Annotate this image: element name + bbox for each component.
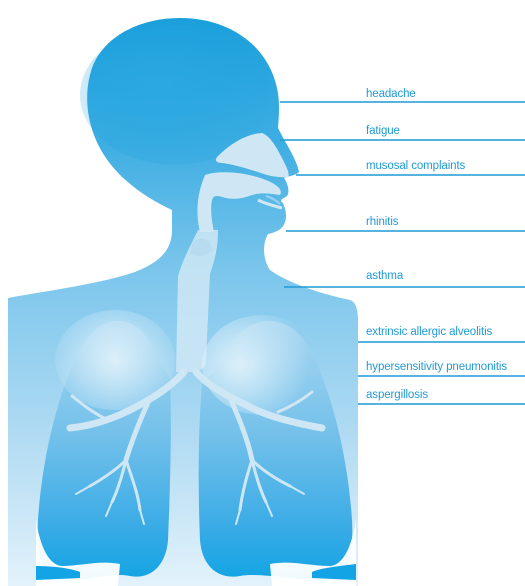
label-asthma: asthma (366, 270, 403, 283)
right-lung-highlight (202, 315, 322, 415)
label-headache: headache (366, 88, 416, 101)
label-aspergillosis: aspergillosis (366, 389, 428, 402)
label-fatigue: fatigue (366, 125, 400, 138)
label-extrinsic-allergic-alveolitis: extrinsic allergic alveolitis (366, 326, 492, 339)
label-rhinitis: rhinitis (366, 216, 398, 229)
label-musosal-complaints: musosal complaints (366, 160, 465, 173)
label-hypersensitivity-pneumonitis: hypersensitivity pneumonitis (366, 361, 507, 374)
